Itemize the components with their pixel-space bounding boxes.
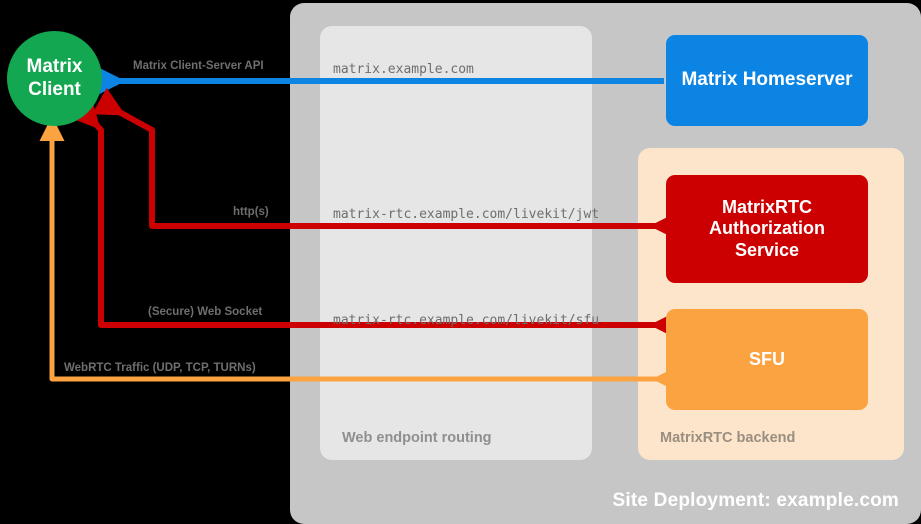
endpoint-label-livekit-jwt: matrix-rtc.example.com/livekit/jwt	[333, 207, 600, 222]
edge-label-webrtc-traffic: WebRTC Traffic (UDP, TCP, TURNs)	[64, 362, 256, 374]
node-matrix-homeserver-label: Matrix Homeserver	[681, 69, 853, 91]
node-matrix-homeserver[interactable]: Matrix Homeserver	[666, 35, 868, 126]
node-auth-line3: Service	[734, 239, 800, 260]
node-matrix-client-line1: Matrix	[26, 56, 83, 78]
site-deployment-label: Site Deployment: example.com	[612, 490, 899, 511]
node-matrix-client[interactable]: Matrix Client	[7, 31, 102, 126]
edge-label-http: http(s)	[233, 206, 269, 218]
node-auth-line2: Authorization	[709, 218, 825, 239]
zone-web-endpoint-routing-label: Web endpoint routing	[342, 430, 492, 446]
node-matrixrtc-authorization-service[interactable]: MatrixRTC Authorization Service	[666, 175, 868, 283]
node-sfu[interactable]: SFU	[666, 309, 868, 410]
edge-label-matrix-client-server-api: Matrix Client-Server API	[133, 60, 264, 72]
node-sfu-label: SFU	[749, 348, 785, 369]
node-matrix-client-line2: Client	[28, 78, 81, 100]
edge-webrtc-traffic	[39, 115, 677, 392]
endpoint-label-livekit-sfu: matrix-rtc.example.com/livekit/sfu	[333, 313, 600, 328]
zone-matrixrtc-backend-label: MatrixRTC backend	[660, 430, 796, 446]
edge-label-secure-web-socket: (Secure) Web Socket	[148, 306, 263, 318]
node-auth-line1: MatrixRTC	[721, 197, 812, 218]
endpoint-label-matrix-example-com: matrix.example.com	[333, 62, 474, 77]
